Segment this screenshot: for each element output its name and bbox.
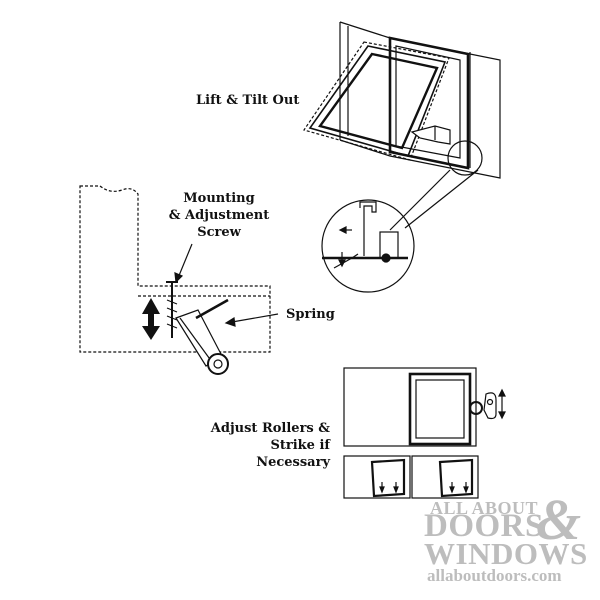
dashed-sash-outline <box>79 185 271 353</box>
zoom-marker-circle <box>447 140 483 176</box>
spring-leader-line <box>231 313 279 323</box>
strike-detail <box>469 388 506 420</box>
small-panel-right <box>411 455 479 499</box>
spring-label: Spring <box>286 307 335 322</box>
logo-doors: DOORS <box>424 508 544 544</box>
window-frame-bottom <box>343 367 477 447</box>
mounting-label-line3: Screw <box>197 225 241 240</box>
lift-tilt-label: Lift & Tilt Out <box>196 93 300 108</box>
logo-all-about: ALL ABOUT <box>430 498 539 518</box>
mounting-label-line2: & Adjustment <box>168 208 270 223</box>
spring-leader-arrowhead <box>224 316 236 327</box>
small-panel-left <box>343 455 411 499</box>
screw-leader-arrowhead <box>174 272 184 284</box>
tilt-latch-detail <box>410 125 451 145</box>
logo-ampersand: & <box>536 487 582 552</box>
roller-detail-circle <box>321 199 415 293</box>
mounting-label-line1: Mounting <box>183 191 255 206</box>
mounting-screw <box>166 281 178 338</box>
adjust-label-line2: Strike if Necessary <box>256 438 330 470</box>
roller-wheel <box>207 353 229 375</box>
mounting-screw-label: Mounting & Adjustment Screw <box>164 190 274 241</box>
zoom-leader-line-2 <box>404 169 479 229</box>
window-frame-top <box>339 21 501 179</box>
tilted-sash-top <box>303 41 450 161</box>
up-down-double-arrow-icon <box>142 298 160 340</box>
logo-url: allaboutdoors.com <box>427 566 562 585</box>
screw-leader-line <box>177 243 193 279</box>
logo-windows: WINDOWS <box>424 536 588 571</box>
zoom-leader-line-1 <box>389 169 451 231</box>
adjust-label-line1: Adjust Rollers & <box>210 421 330 436</box>
sliding-sash-top <box>388 36 470 170</box>
adjust-rollers-label: Adjust Rollers & Strike if Necessary <box>206 420 330 471</box>
